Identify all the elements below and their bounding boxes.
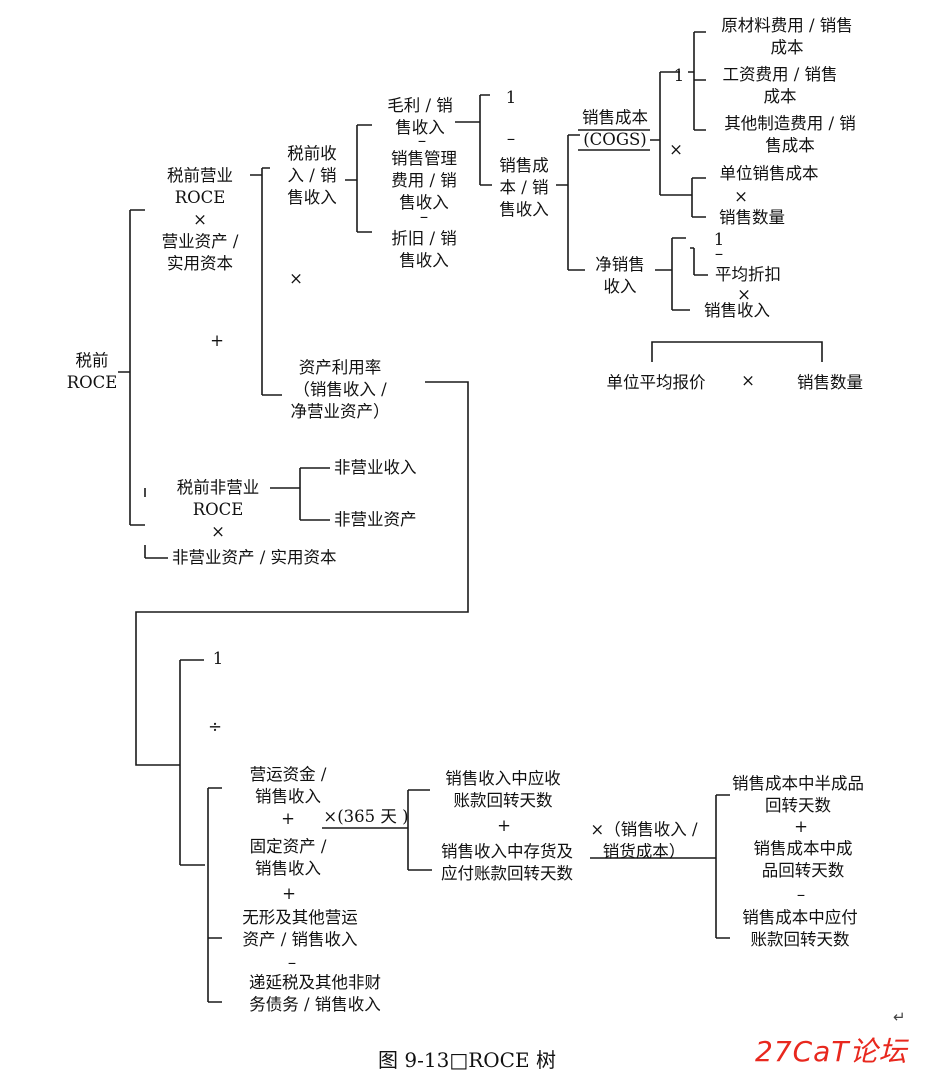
gross-margin-connector [455, 94, 492, 186]
node-plus-c: + [497, 816, 511, 835]
node-nonop-roce: 税前非营业 ROCE × [176, 478, 260, 541]
node-asset-util: 资产利用率 （销售收入 / 净营业资产） [290, 358, 390, 421]
node-fixed: 固定资产 / 销售收入 [249, 837, 327, 878]
node-intangible: 无形及其他营运 资产 / 销售收入 [242, 908, 358, 949]
node-times-mid: × [289, 269, 303, 288]
op-roce-connector [250, 167, 282, 396]
node-times365: ×(365 天 ) [323, 807, 409, 826]
node-raw-material: 原材料费用 / 销售 成本 [721, 16, 853, 57]
node-plus-mid: + [210, 331, 224, 350]
node-one-c: 1 [713, 230, 725, 249]
node-pretax-roce: 税前 ROCE [66, 351, 118, 392]
node-wc: 营运资金 / 销售收入 [249, 765, 327, 806]
node-net-sales: 净销售 收入 [595, 255, 645, 296]
node-one-a: 1 [505, 88, 517, 107]
node-nonop-income: 非营业收入 [334, 458, 417, 477]
node-plus-d: + [794, 817, 808, 836]
node-sales-mgmt: 销售管理 费用 / 销 售收入 [391, 149, 457, 212]
node-unit-cost: 单位销售成本 [719, 164, 819, 183]
node-minus1: – [417, 131, 427, 150]
node-minus2: – [419, 207, 429, 226]
node-plus-a: + [281, 809, 295, 828]
node-ar-days: 销售收入中应收 账款回转天数 [445, 769, 561, 810]
days-connector [322, 789, 432, 871]
node-depr: 折旧 / 销 售收入 [391, 229, 457, 270]
node-wip-days: 销售成本中半成品 回转天数 [732, 774, 864, 815]
return-mark-icon: ↵ [893, 1008, 906, 1026]
node-op-roce: 税前营业 ROCE × 营业资产 / 实用资本 [161, 166, 239, 273]
node-sales-qty-a: 销售数量 [719, 208, 785, 227]
node-one-d: 1 [212, 649, 224, 668]
node-cogs: 销售成本 (COGS) [582, 108, 648, 149]
node-minus4: – [714, 244, 724, 263]
asset-util-connector [135, 381, 469, 766]
node-one-b: 1 [673, 66, 685, 85]
node-pretax-income-sales: 税前收 入 / 销 售收入 [287, 144, 337, 207]
node-plus-b: + [282, 884, 296, 903]
node-inv-ap: 销售收入中存货及 应付账款回转天数 [441, 842, 573, 883]
ratio-connector [590, 794, 730, 939]
cogs-connector [650, 71, 682, 196]
node-times-ratio: ×（销售收入 / 销货成本） [590, 820, 698, 861]
node-sales-qty-b: 销售数量 [797, 373, 863, 392]
unit-cost-connector [682, 177, 706, 218]
node-other-mfg: 其他制造费用 / 销 售成本 [724, 114, 856, 155]
node-sales-rev: 销售收入 [704, 301, 770, 320]
cogs-underline [578, 129, 650, 151]
node-times-unit: × [734, 187, 748, 206]
node-wage: 工资费用 / 销售 成本 [722, 65, 838, 106]
net-sales-connector [655, 237, 690, 311]
node-times-cogs: × [669, 140, 683, 159]
node-times-price: × [741, 371, 755, 390]
cogs-sales-connector [556, 134, 585, 271]
node-minus6: – [796, 885, 806, 904]
node-cogs-sales: 销售成 本 / 销 售收入 [499, 156, 549, 219]
node-nonop-ratio: 非营业资产 / 实用资本 [172, 548, 337, 567]
avg-discount-connector [690, 247, 708, 276]
node-minus5: – [287, 953, 297, 972]
figure-caption: 图 9-13□ROCE 树 [378, 1048, 556, 1072]
node-div: ÷ [208, 717, 222, 736]
nonop-connector [144, 467, 330, 559]
node-minus3: – [506, 129, 516, 148]
node-gross-margin: 毛利 / 销 售收入 [387, 96, 453, 137]
node-deferred: 递延税及其他非财 务债务 / 销售收入 [249, 973, 381, 1014]
node-fg-days: 销售成本中成 品回转天数 [753, 839, 853, 880]
watermark: 27CaT论坛 [755, 1035, 908, 1068]
node-nonop-assets: 非营业资产 [334, 510, 417, 529]
node-ap-days: 销售成本中应付 账款回转天数 [742, 908, 858, 949]
node-avg-discount: 平均折扣 [715, 265, 781, 284]
cost-items-connector [688, 31, 706, 131]
divide-connector [179, 659, 205, 866]
asset-terms-connector [207, 787, 222, 1003]
node-times-disc: × [737, 285, 751, 304]
root-connector [118, 209, 145, 526]
unit-price-bracket [651, 341, 823, 362]
pretax-income-connector [345, 124, 372, 233]
node-unit-price: 单位平均报价 [606, 373, 706, 392]
